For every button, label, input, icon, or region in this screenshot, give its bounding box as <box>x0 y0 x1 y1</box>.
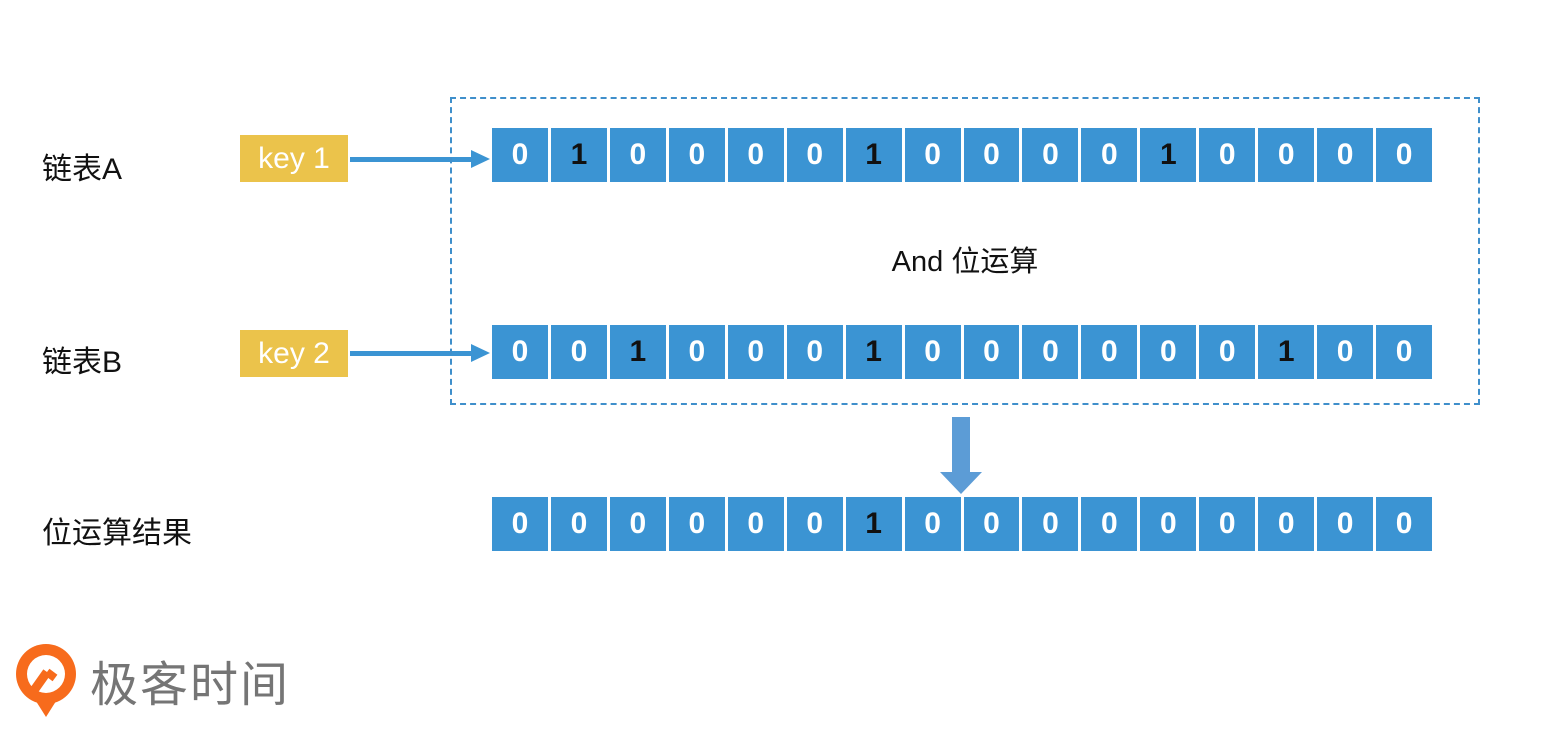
bit-cell: 0 <box>1317 325 1374 379</box>
bit-cell: 0 <box>609 128 666 182</box>
down-arrow-icon <box>940 417 982 494</box>
bit-cell: 0 <box>1258 128 1315 182</box>
bit-cell: 0 <box>492 128 548 182</box>
bit-cell: 0 <box>1140 325 1197 379</box>
bit-cell: 0 <box>668 497 725 551</box>
arrow-head <box>940 472 982 494</box>
bit-cell: 0 <box>1140 497 1197 551</box>
arrow-shaft <box>350 156 472 162</box>
arrow-shaft <box>952 417 970 473</box>
bit-cell: 0 <box>904 128 961 182</box>
bit-cell: 1 <box>609 325 666 379</box>
row-a-label: 链表A <box>42 153 123 186</box>
bit-cell: 1 <box>845 128 902 182</box>
bit-cell: 0 <box>668 325 725 379</box>
key1-label: key 1 <box>258 141 330 175</box>
bit-cell: 1 <box>1258 325 1315 379</box>
bit-cell: 0 <box>1376 325 1432 379</box>
bit-cell: 0 <box>1199 325 1256 379</box>
bit-cell: 0 <box>727 497 784 551</box>
bit-cell: 0 <box>727 128 784 182</box>
geektime-logo: 极客时间 <box>14 640 290 720</box>
bit-cell: 0 <box>786 325 843 379</box>
bit-cell: 0 <box>727 325 784 379</box>
bit-cell: 0 <box>1317 128 1374 182</box>
bit-cell: 0 <box>1199 497 1256 551</box>
bit-cell: 0 <box>1022 497 1079 551</box>
bit-cell: 0 <box>492 497 548 551</box>
row-b-label: 链表B <box>42 346 123 379</box>
bit-cell: 0 <box>786 128 843 182</box>
bit-cell: 0 <box>1376 128 1432 182</box>
bit-cell: 0 <box>550 325 607 379</box>
key2-label: key 2 <box>258 336 330 370</box>
key1-to-row-a-arrow-icon <box>350 150 492 168</box>
bit-cell: 1 <box>845 497 902 551</box>
geektime-logo-text: 极客时间 <box>90 659 291 712</box>
bit-cell: 0 <box>1317 497 1374 551</box>
bit-cell: 0 <box>609 497 666 551</box>
bit-cell: 0 <box>668 128 725 182</box>
bit-cell: 1 <box>1140 128 1197 182</box>
bit-cell: 0 <box>1081 325 1138 379</box>
arrow-head <box>471 344 490 362</box>
bit-cell: 1 <box>845 325 902 379</box>
geektime-logo-icon <box>16 644 76 717</box>
bit-cell: 0 <box>550 497 607 551</box>
operation-group-dashed-box <box>450 97 1480 405</box>
bit-cell: 0 <box>786 497 843 551</box>
bit-cell: 0 <box>963 497 1020 551</box>
bit-cell: 0 <box>904 325 961 379</box>
arrow-shaft <box>350 350 472 356</box>
bit-cell: 0 <box>1022 325 1079 379</box>
bit-cell: 0 <box>1258 497 1315 551</box>
bit-cell: 0 <box>1376 497 1432 551</box>
bit-cell: 0 <box>1022 128 1079 182</box>
bit-cell: 0 <box>1081 497 1138 551</box>
result-label: 位运算结果 <box>42 517 192 550</box>
key2-box: key 2 <box>240 330 348 377</box>
bit-cell: 0 <box>492 325 548 379</box>
bit-cell: 0 <box>963 128 1020 182</box>
bit-cell: 1 <box>550 128 607 182</box>
bit-cell: 0 <box>904 497 961 551</box>
key1-box: key 1 <box>240 135 348 182</box>
bit-cell: 0 <box>1199 128 1256 182</box>
bit-cell: 0 <box>963 325 1020 379</box>
key2-to-row-b-arrow-icon <box>350 344 492 362</box>
arrow-head <box>471 150 490 168</box>
and-operation-label: And 位运算 <box>891 246 1039 278</box>
bit-cell: 0 <box>1081 128 1138 182</box>
